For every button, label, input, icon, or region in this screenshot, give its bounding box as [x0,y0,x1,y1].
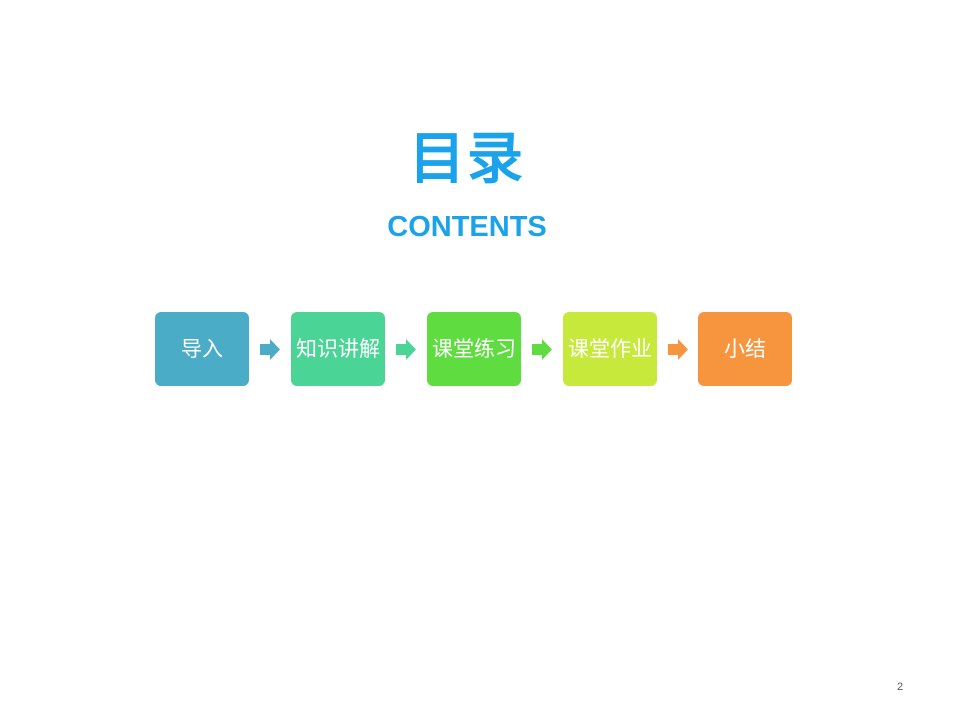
right-arrow-icon [532,339,552,360]
slide-subtitle: CONTENTS [387,211,547,243]
step-summary[interactable]: 小结 [698,312,792,386]
step-intro[interactable]: 导入 [155,312,249,386]
right-arrow-icon [260,339,280,360]
right-arrow-icon [396,339,416,360]
slide-title: 目录 [409,127,525,192]
right-arrow-icon [668,339,688,360]
page-number: 2 [896,681,904,693]
step-class-homework[interactable]: 课堂作业 [563,312,657,386]
step-class-practice[interactable]: 课堂练习 [427,312,521,386]
step-knowledge-explanation[interactable]: 知识讲解 [291,312,385,386]
